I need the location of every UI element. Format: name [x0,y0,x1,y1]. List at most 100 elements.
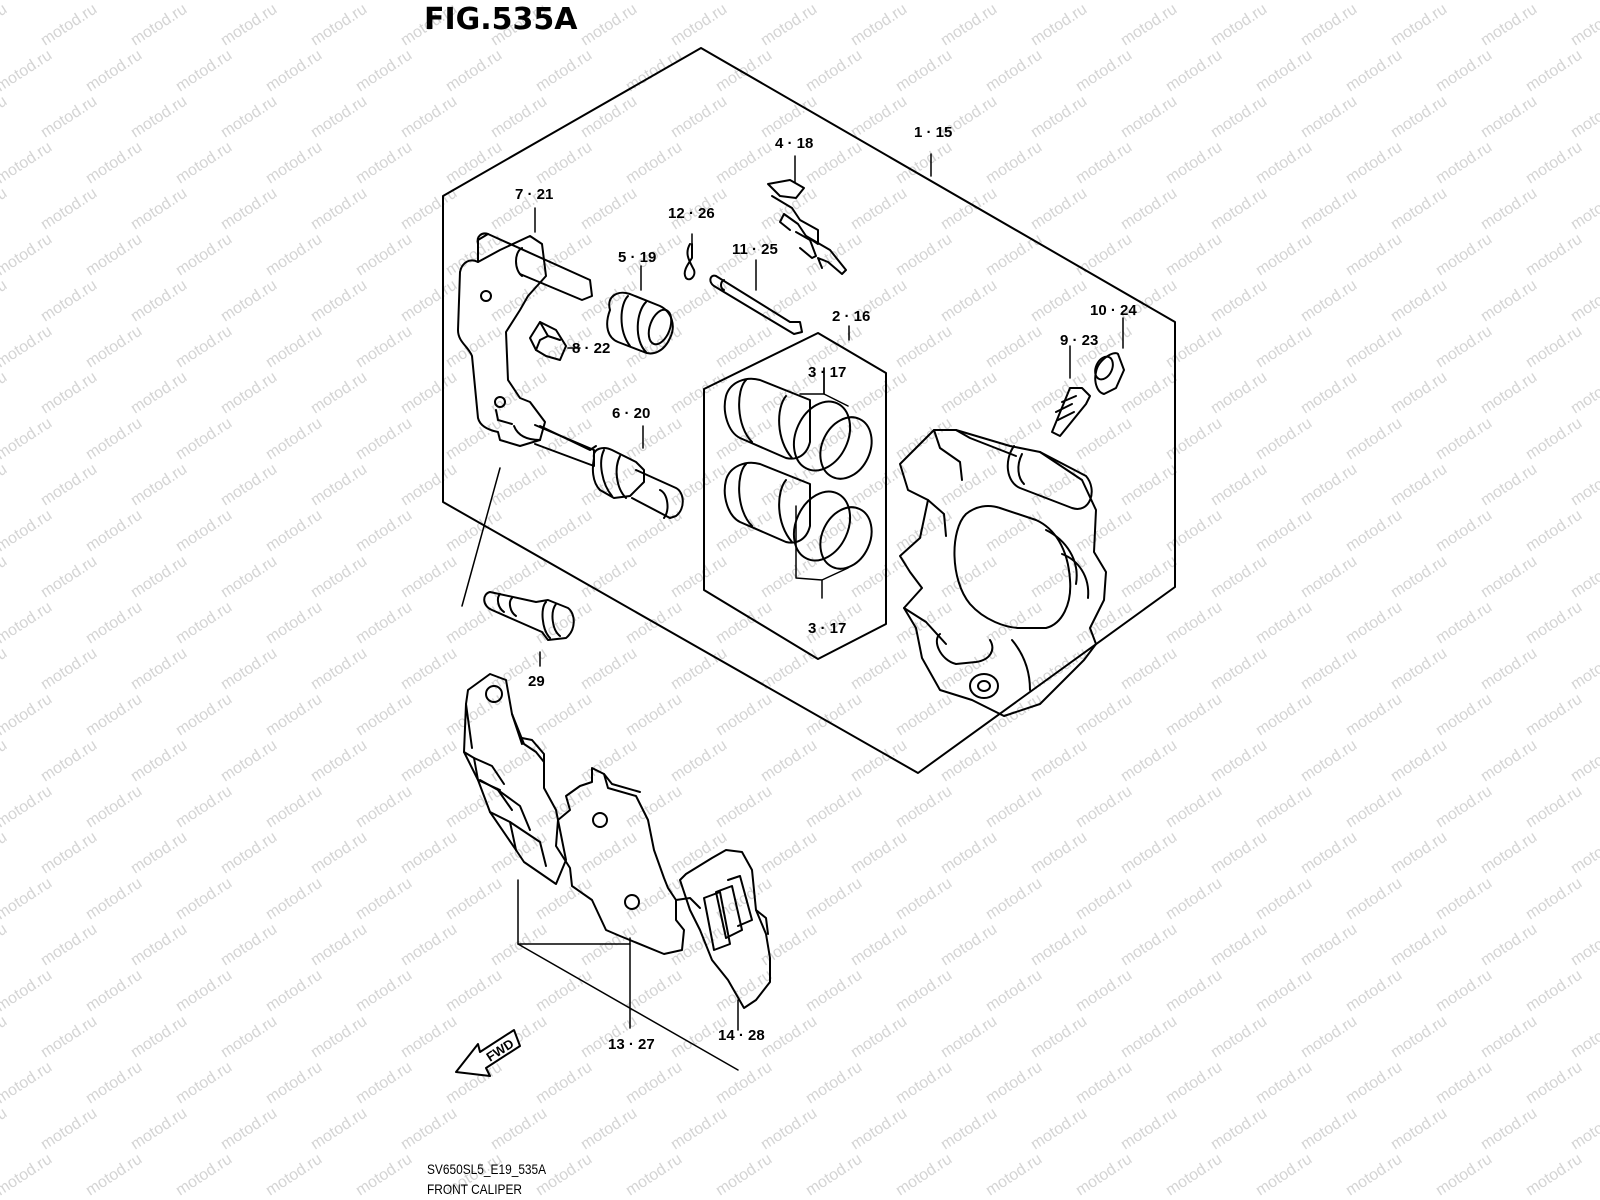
watermark-text: motod.ru [128,1013,190,1062]
watermark-text: motod.ru [1253,507,1315,556]
watermark-text: motod.ru [0,783,55,832]
watermark-text: motod.ru [668,1,730,50]
watermark-text: motod.ru [308,553,370,602]
watermark-text: motod.ru [623,1059,685,1108]
watermark-text: motod.ru [353,507,415,556]
watermark-text: motod.ru [578,737,640,786]
watermark-text: motod.ru [938,1,1000,50]
watermark-text: motod.ru [803,967,865,1016]
watermark-text: motod.ru [1478,93,1540,142]
watermark-text: motod.ru [668,1105,730,1154]
watermark-text: motod.ru [1523,691,1585,740]
watermark-text: motod.ru [308,277,370,326]
watermark-text: motod.ru [0,599,55,648]
watermark-text: motod.ru [398,921,460,970]
watermark-text: motod.ru [1253,783,1315,832]
watermark-text: motod.ru [938,829,1000,878]
watermark-text: motod.ru [1388,737,1450,786]
watermark-text: motod.ru [1298,185,1360,234]
watermark-text: motod.ru [488,93,550,142]
watermark-text: motod.ru [173,1059,235,1108]
callout-13-27: 13 · 27 [608,1036,655,1053]
watermark-text: motod.ru [128,277,190,326]
watermark-text: motod.ru [1343,691,1405,740]
watermark-text: motod.ru [623,415,685,464]
watermark-text: motod.ru [218,737,280,786]
watermark-text: motod.ru [1163,47,1225,96]
watermark-text: motod.ru [983,967,1045,1016]
watermark-text: motod.ru [0,737,10,786]
watermark-text: motod.ru [713,47,775,96]
watermark-text: motod.ru [1163,691,1225,740]
watermark-text: motod.ru [263,47,325,96]
watermark-text: motod.ru [38,829,100,878]
watermark-text: motod.ru [1253,875,1315,924]
watermark-text: motod.ru [578,553,640,602]
watermark-text: motod.ru [1478,185,1540,234]
watermark-text: motod.ru [263,323,325,372]
watermark-text: motod.ru [1298,921,1360,970]
watermark-text: motod.ru [938,1013,1000,1062]
watermark-text: motod.ru [398,93,460,142]
watermark-text: motod.ru [308,645,370,694]
watermark-text: motod.ru [0,0,55,3]
watermark-text: motod.ru [578,921,640,970]
callout-2-16: 2 · 16 [832,308,870,325]
watermark-text: motod.ru [1388,185,1450,234]
callout-12-26: 12 · 26 [668,205,715,222]
watermark-text: motod.ru [983,507,1045,556]
watermark-text: motod.ru [38,461,100,510]
pad-spring-clip [529,321,567,361]
watermark-text: motod.ru [668,645,730,694]
watermark-text: motod.ru [893,875,955,924]
watermark-text: motod.ru [713,783,775,832]
watermark-text: motod.ru [0,139,55,188]
watermark-text: motod.ru [848,369,910,418]
watermark-text: motod.ru [578,1,640,50]
watermark-text: motod.ru [983,1059,1045,1108]
watermark-text: motod.ru [83,783,145,832]
watermark-text: motod.ru [1523,1059,1585,1108]
watermark-text: motod.ru [1388,1105,1450,1154]
watermark-text: motod.ru [803,875,865,924]
callout-29: 29 [528,673,545,690]
watermark-text: motod.ru [173,507,235,556]
watermark-text: motod.ru [398,737,460,786]
watermark-text: motod.ru [1388,461,1450,510]
watermark-text: motod.ru [1523,323,1585,372]
watermark-text: motod.ru [1118,645,1180,694]
watermark-text: motod.ru [128,645,190,694]
watermark-text: motod.ru [308,93,370,142]
watermark-text: motod.ru [1028,1,1090,50]
callout-3-17-upper: 3 · 17 [808,364,846,381]
watermark-text: motod.ru [1073,875,1135,924]
watermark-text: motod.ru [173,415,235,464]
watermark-text: motod.ru [1208,829,1270,878]
watermark-text: motod.ru [83,599,145,648]
watermark-text: motod.ru [803,47,865,96]
watermark-text: motod.ru [308,829,370,878]
watermark-text: motod.ru [38,277,100,326]
watermark-text: motod.ru [218,553,280,602]
watermark-text: motod.ru [173,967,235,1016]
watermark-text: motod.ru [263,783,325,832]
watermark-text: motod.ru [1568,185,1600,234]
watermark-text: motod.ru [1253,323,1315,372]
watermark-text: motod.ru [1118,553,1180,602]
watermark-text: motod.ru [1343,231,1405,280]
watermark-text: motod.ru [578,461,640,510]
watermark-text: motod.ru [443,139,505,188]
watermark-text: motod.ru [173,139,235,188]
watermark-text: motod.ru [983,783,1045,832]
watermark-text: motod.ru [1118,1,1180,50]
callout-1-15: 1 · 15 [914,124,952,141]
watermark-text: motod.ru [893,139,955,188]
watermark-text: motod.ru [1163,599,1225,648]
watermark-text: motod.ru [128,93,190,142]
watermark-text: motod.ru [803,691,865,740]
watermark-text: motod.ru [443,691,505,740]
watermark-text: motod.ru [128,829,190,878]
watermark-text: motod.ru [1118,1105,1180,1154]
watermark-text: motod.ru [1568,461,1600,510]
watermark-text: motod.ru [1118,369,1180,418]
